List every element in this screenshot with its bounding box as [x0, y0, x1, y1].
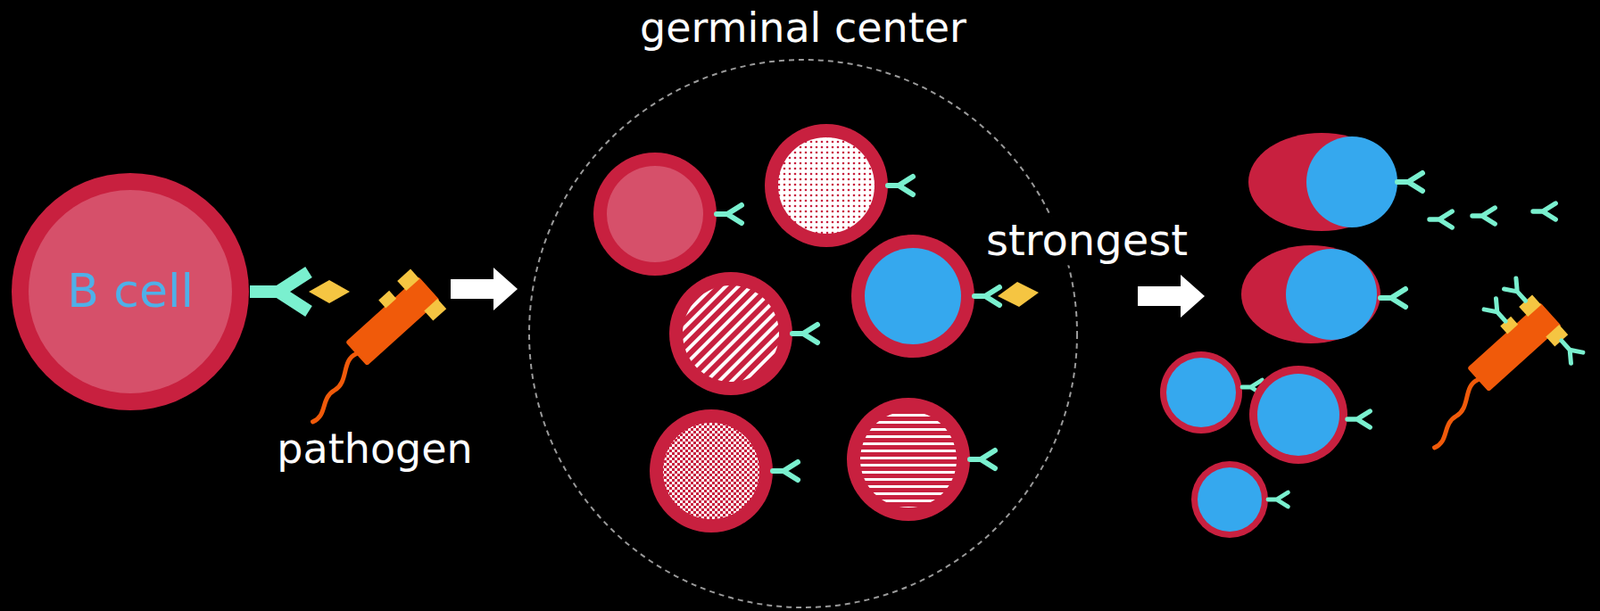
pathogen-body: [345, 276, 440, 366]
b-cell: [669, 272, 793, 396]
process-arrow: [1137, 274, 1205, 318]
region-outline: [527, 58, 1079, 610]
pathogen-body: [1467, 302, 1562, 392]
plasma-cells: [1241, 132, 1556, 344]
germinal-center-cells: [593, 124, 1039, 533]
plasma-cell: [1241, 245, 1381, 344]
antibody: [772, 462, 798, 481]
free-antibody: [1533, 203, 1556, 220]
b-cell-nucleus: [860, 411, 957, 508]
germinal-center-region: germinal center: [527, 58, 1079, 610]
bound-antibody: [1483, 298, 1512, 327]
plasma-cell-nucleus: [1285, 248, 1377, 340]
cell-label: B cell: [66, 265, 194, 319]
bound-antibody: [1555, 335, 1584, 364]
b-cell-receptor: [249, 272, 309, 312]
antibody: [1347, 411, 1370, 428]
antigen: [378, 290, 397, 309]
free-antibody: [1429, 211, 1452, 228]
memory-cell: [1191, 461, 1269, 539]
antibody: [716, 205, 742, 224]
cell-membrane: [11, 173, 249, 411]
b-cell: [846, 397, 970, 522]
antibody: [1397, 173, 1423, 191]
dashed-boundary: [529, 59, 1078, 608]
antibody: [887, 176, 913, 195]
antigen: [397, 269, 420, 292]
memory-cell: [1249, 365, 1348, 465]
bound-antibody: [1504, 278, 1533, 307]
memory-cell-nucleus: [1166, 357, 1236, 428]
pathogen-tail: [1419, 379, 1493, 449]
region-heading: germinal center: [527, 4, 1079, 52]
free-antibody: [1472, 207, 1495, 224]
memory-cells: [1160, 351, 1370, 539]
pathogen-tail: [298, 353, 372, 423]
b-cell-nucleus: [864, 248, 962, 345]
antigen: [308, 280, 350, 304]
b-cell-nucleus: [606, 165, 704, 263]
process-arrow: [450, 267, 518, 311]
b-cell-nucleus: [778, 137, 875, 234]
memory-cell-nucleus: [1257, 373, 1340, 456]
antigen: [997, 281, 1039, 307]
plasma-cell-nucleus: [1306, 136, 1398, 228]
memory-cell-nucleus: [1197, 467, 1262, 532]
antibody: [792, 324, 818, 343]
b-cell: [851, 234, 975, 358]
b-cell-node: B cell: [11, 173, 249, 411]
b-cell: [764, 124, 888, 248]
neutralised-pathogen: [1386, 277, 1584, 470]
selection-label: strongest: [980, 215, 1194, 266]
cell-nucleus: [28, 190, 233, 394]
antibody: [974, 287, 1000, 306]
b-cell: [593, 152, 717, 276]
b-cell-nucleus: [682, 285, 780, 382]
pathogen-figure: [280, 268, 448, 426]
memory-cell: [1160, 351, 1243, 434]
antibody: [1380, 289, 1406, 307]
antibody: [969, 450, 995, 469]
pathogen-label: pathogen: [276, 425, 473, 473]
antigen: [423, 298, 447, 322]
b-cell-nucleus: [663, 422, 760, 520]
antibody: [1268, 492, 1288, 507]
b-cell: [649, 409, 773, 533]
